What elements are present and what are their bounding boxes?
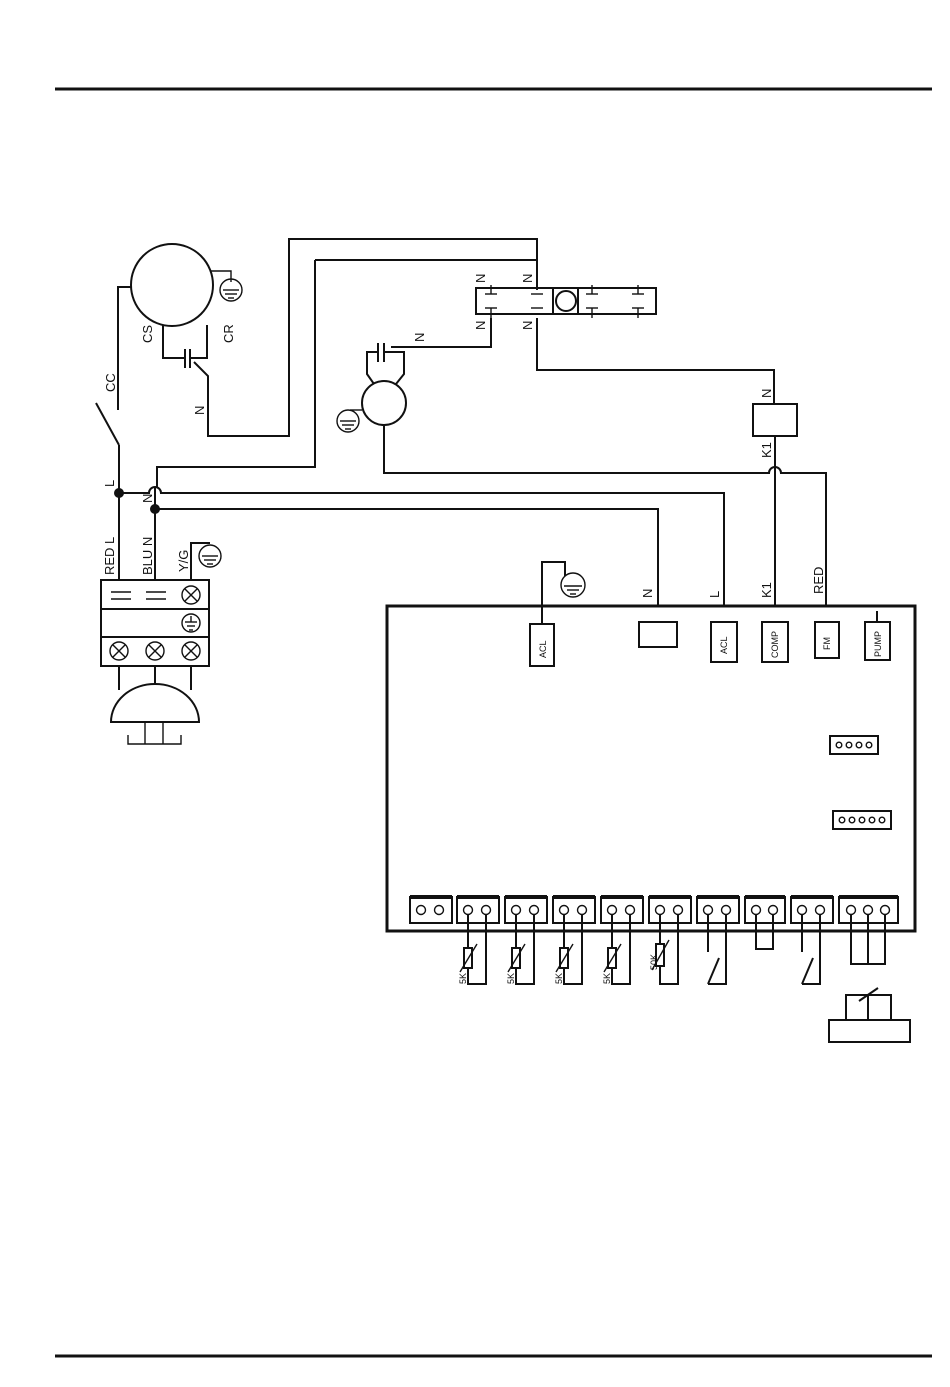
label-cr: CR — [221, 324, 236, 343]
label-n-junction: N — [140, 494, 155, 503]
label-k1-coil: K1 — [759, 442, 774, 458]
terminal-comp-label: COMP — [770, 631, 780, 658]
label-n-fan: N — [412, 333, 427, 342]
sensor-terminals — [410, 897, 898, 923]
terminal-n — [639, 622, 677, 647]
cc-switch — [96, 403, 119, 493]
label-red-board: RED — [811, 567, 826, 594]
label-l-board: L — [707, 591, 722, 598]
label-n-compressor: N — [192, 406, 207, 415]
label-cs: CS — [140, 325, 155, 343]
label-n-relay-3: N — [473, 321, 488, 330]
thermistor-4-label: 5K — [602, 973, 612, 984]
label-yg: Y/G — [176, 550, 191, 572]
label-k1-board: K1 — [759, 582, 774, 598]
label-n-k1-coil: N — [759, 389, 774, 398]
label-l-junction: L — [102, 480, 117, 487]
connector-4pin — [830, 736, 878, 754]
terminal-pump-label: PUMP — [873, 631, 883, 657]
mains-terminal-block — [101, 493, 221, 666]
relay-block — [476, 285, 656, 318]
label-blu-n: BLU N — [140, 537, 155, 575]
thermistor-2-label: 5K — [506, 973, 516, 984]
connector-5pin — [833, 811, 891, 829]
thermistor-1-label: 5K — [458, 973, 468, 984]
terminal-fm-label: FM — [822, 637, 832, 650]
label-n-relay-1: N — [473, 274, 488, 283]
label-n-relay-2: N — [520, 274, 535, 283]
thermistor-5-label: 50K — [649, 954, 659, 970]
label-cc: CC — [103, 373, 118, 392]
fan-motor — [337, 343, 826, 607]
terminal-acl-1-label: ACL — [538, 640, 548, 658]
thermistor-3-label: 5K — [554, 973, 564, 984]
terminal-acl-2-label: ACL — [719, 636, 729, 654]
label-n-board: N — [640, 589, 655, 598]
mains-plug — [111, 666, 199, 744]
label-n-relay-4: N — [520, 321, 535, 330]
compressor — [118, 239, 537, 436]
stepper-block — [829, 915, 910, 1042]
label-red-l: RED L — [102, 537, 117, 575]
k1-relay-coil — [753, 404, 797, 436]
